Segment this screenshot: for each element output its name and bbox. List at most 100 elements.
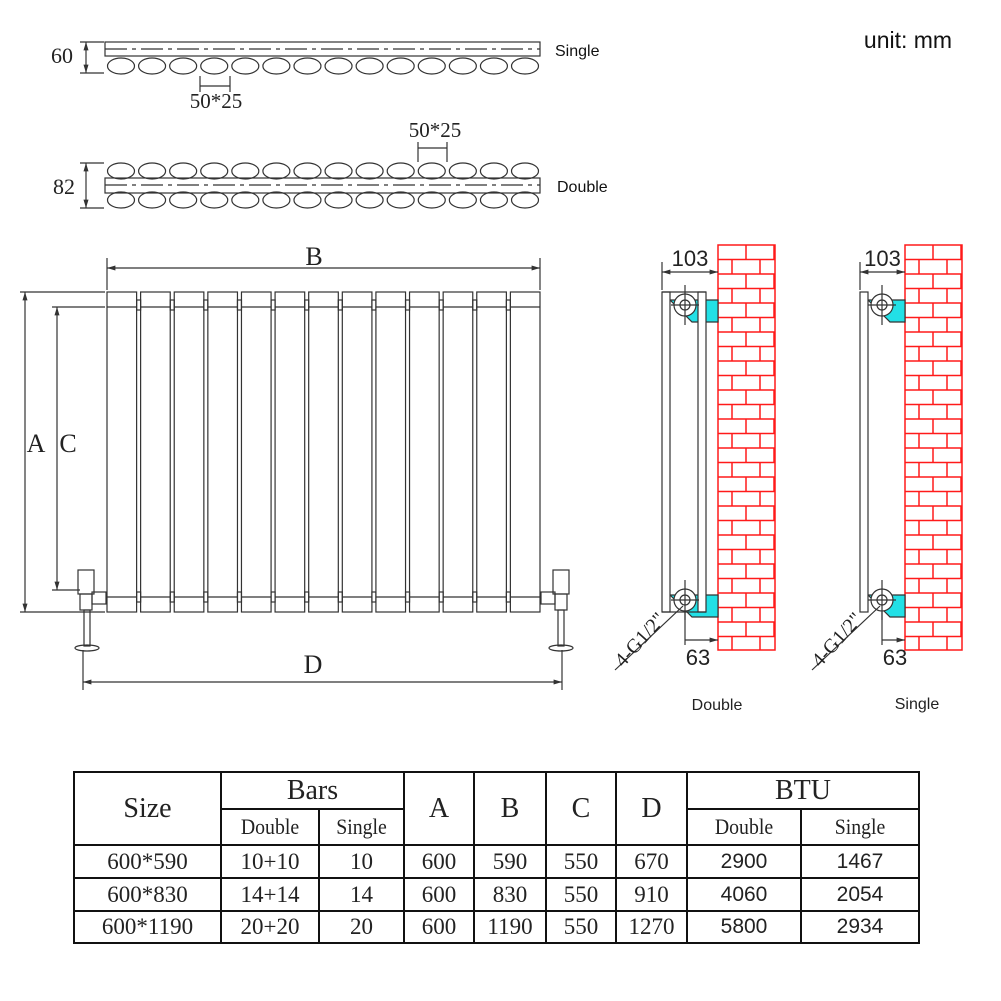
radiator-bar xyxy=(509,291,541,613)
brick-wall xyxy=(717,244,776,651)
leader-line xyxy=(811,605,881,671)
header-bars-double: Double xyxy=(224,808,315,846)
header-pipe xyxy=(505,299,511,311)
cell-bars-double: 20+20 xyxy=(220,910,320,944)
double-top-label: Double xyxy=(557,179,608,196)
single-tube-row xyxy=(106,57,540,75)
side-view-label: Double xyxy=(692,697,743,714)
header-pipe xyxy=(270,299,276,311)
cell-c: 550 xyxy=(545,910,617,944)
tube-oval xyxy=(479,191,509,209)
tube-oval xyxy=(231,162,260,180)
cell-btu-single: 2934 xyxy=(800,910,920,944)
header-pipe xyxy=(304,299,310,311)
header-btu: BTU xyxy=(686,771,920,810)
front-view xyxy=(20,258,574,690)
connection-label: 4-G1/2" xyxy=(807,608,867,671)
tube-oval xyxy=(137,191,167,209)
cell-btu-single: 1467 xyxy=(800,844,920,879)
tube-oval xyxy=(169,191,198,209)
single-depth-label: 60 xyxy=(51,43,73,68)
header-pipe xyxy=(371,299,377,311)
tube-oval xyxy=(324,191,353,209)
double-depth-label: 82 xyxy=(53,174,75,199)
table-row: 600*1190 20+20 20 600 1190 550 1270 5800… xyxy=(73,910,920,944)
tube-oval xyxy=(262,191,291,209)
cell-bars-single: 10 xyxy=(318,844,405,879)
cell-size: 600*830 xyxy=(73,877,222,912)
tube-oval xyxy=(231,57,260,75)
radiator-bar xyxy=(308,291,339,613)
cell-b: 1190 xyxy=(473,910,547,944)
dim-a-label: A xyxy=(27,429,46,458)
header-b: B xyxy=(473,771,547,846)
cell-c: 550 xyxy=(545,877,617,912)
radiator-bar xyxy=(408,291,440,613)
tube-oval xyxy=(479,57,509,75)
dim-d-label: D xyxy=(304,650,323,679)
radiator-bar xyxy=(375,291,407,613)
tube-oval xyxy=(293,162,322,180)
header-pipe xyxy=(136,299,142,311)
header-pipe xyxy=(304,591,310,603)
header-pipe xyxy=(404,591,411,603)
cell-b: 590 xyxy=(473,844,547,879)
header-pipe xyxy=(337,591,343,603)
tube-oval xyxy=(510,162,540,180)
single-top-label: Single xyxy=(555,43,600,60)
right-valve xyxy=(540,569,574,652)
cell-btu-single: 2054 xyxy=(800,877,920,912)
tube-oval xyxy=(293,57,322,75)
radiator-bar xyxy=(240,291,272,613)
gap-label: 63 xyxy=(686,645,710,670)
tube-oval xyxy=(262,57,291,75)
panel-back xyxy=(697,291,707,613)
tube-oval xyxy=(200,57,229,75)
header-pipe xyxy=(136,591,142,603)
header-pipe xyxy=(236,591,243,603)
panel-front xyxy=(661,291,671,613)
tube-oval xyxy=(417,162,446,180)
tube-oval xyxy=(293,191,322,209)
cell-a: 600 xyxy=(403,910,475,944)
tube-oval xyxy=(510,57,540,75)
radiator-bars xyxy=(106,291,541,613)
header-pipe xyxy=(505,591,511,603)
unit-label: unit: mm xyxy=(864,27,952,53)
single-pitch-label: 50*25 xyxy=(190,89,243,113)
table-row: 600*830 14+14 14 600 830 550 910 4060 20… xyxy=(73,877,920,912)
cell-size: 600*1190 xyxy=(73,910,222,944)
tube-oval xyxy=(137,162,167,180)
cell-bars-double: 10+10 xyxy=(220,844,320,879)
tube-oval xyxy=(324,57,353,75)
connection-label: 4-G1/2" xyxy=(610,608,670,671)
header-size: Size xyxy=(73,771,222,846)
tube-oval xyxy=(417,191,446,209)
header-d: D xyxy=(615,771,688,846)
tube-oval xyxy=(137,57,167,75)
tube-oval xyxy=(479,162,509,180)
header-pipe xyxy=(472,591,478,603)
header-pipe xyxy=(404,299,411,311)
header-pipe xyxy=(203,299,209,311)
header-bars: Bars xyxy=(220,771,405,810)
gap-label: 63 xyxy=(883,645,907,670)
header-pipe xyxy=(337,299,343,311)
header-pipe xyxy=(438,591,444,603)
tube-oval xyxy=(200,162,229,180)
tube-oval xyxy=(231,191,260,209)
radiator-bar xyxy=(173,291,205,613)
header-pipe xyxy=(270,591,276,603)
cell-btu-double: 4060 xyxy=(686,877,802,912)
cell-d: 670 xyxy=(615,844,688,879)
radiator-bar xyxy=(106,291,138,613)
tube-oval xyxy=(106,57,136,75)
tube-oval xyxy=(417,57,446,75)
top-view-single xyxy=(80,41,541,92)
header-pipe xyxy=(169,591,175,603)
radiator-bar xyxy=(274,291,306,613)
header-pipe xyxy=(472,299,478,311)
header-bars-single: Single xyxy=(322,808,401,846)
cell-a: 600 xyxy=(403,877,475,912)
